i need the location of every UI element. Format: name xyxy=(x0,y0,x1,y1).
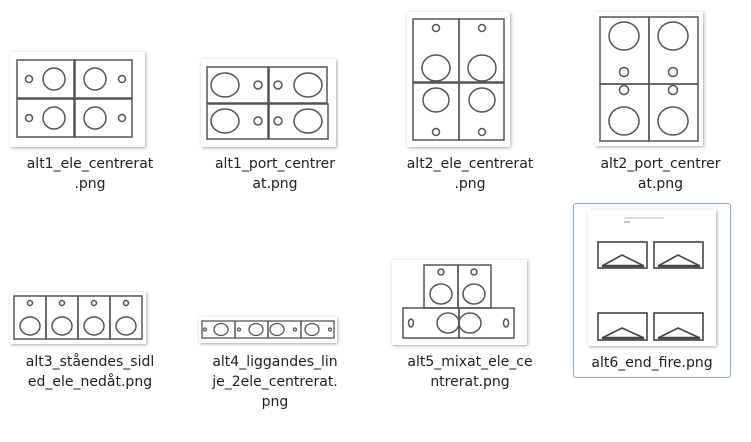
file-thumbnail xyxy=(392,260,527,345)
file-thumbnail xyxy=(595,12,703,146)
file-item[interactable]: alt1_ele_centrerat .png xyxy=(0,40,180,205)
file-name-line: alt2_ele_centrerat xyxy=(406,156,534,172)
file-item[interactable]: alt2_port_centrer at.png xyxy=(570,0,751,205)
file-item[interactable]: alt3_ståendes_sidl ed_ele_nedåt.png xyxy=(0,280,180,410)
file-name-line: alt4_liggandes_lin xyxy=(212,354,338,370)
file-name-line: alt5_mixat_ele_ce xyxy=(407,354,533,370)
file-name-line: at.png xyxy=(637,176,684,192)
file-item[interactable]: alt4_liggandes_lin je_2ele_centrerat. pn… xyxy=(180,300,370,430)
file-thumbnail xyxy=(10,292,146,344)
file-name: alt2_port_centrer at.png xyxy=(570,154,751,194)
file-name-line: je_2ele_centrerat. xyxy=(212,374,338,390)
file-item[interactable]: alt2_ele_centrerat .png xyxy=(380,0,560,205)
file-item[interactable]: alt1_port_centrer at.png xyxy=(180,40,370,205)
file-name: alt5_mixat_ele_ce ntrerat.png xyxy=(380,352,560,392)
file-name-line: .png xyxy=(74,176,106,192)
file-name: alt1_port_centrer at.png xyxy=(180,154,370,194)
file-name: alt1_ele_centrerat .png xyxy=(0,154,180,194)
file-name: alt4_liggandes_lin je_2ele_centrerat. pn… xyxy=(180,352,370,412)
file-name-line: .png xyxy=(454,176,486,192)
file-thumbnail xyxy=(201,59,336,147)
file-name: alt3_ståendes_sidl ed_ele_nedåt.png xyxy=(0,352,180,392)
file-name-line: alt1_port_centrer xyxy=(214,156,336,172)
file-name-line: png xyxy=(261,394,289,410)
file-name-line: alt1_ele_centrerat xyxy=(26,156,154,172)
file-name-line: alt3_ståendes_sidl xyxy=(25,354,155,370)
file-item-selected[interactable]: alt6_end_fire.png xyxy=(573,203,731,378)
file-name-line: alt6_end_fire.png xyxy=(591,355,713,371)
file-name: alt6_end_fire.png xyxy=(574,353,730,373)
file-name-line: alt2_port_centrer xyxy=(600,156,721,172)
file-thumbnail xyxy=(199,317,337,343)
file-thumbnail xyxy=(10,52,145,147)
file-name-line: at.png xyxy=(252,176,298,192)
file-name: alt2_ele_centrerat .png xyxy=(380,154,560,194)
file-name-line: ed_ele_nedåt.png xyxy=(27,374,153,390)
file-item[interactable]: alt5_mixat_ele_ce ntrerat.png xyxy=(380,250,560,400)
file-name-line: ntrerat.png xyxy=(430,374,510,390)
file-thumbnail xyxy=(407,12,510,147)
file-thumbnail xyxy=(588,210,716,346)
